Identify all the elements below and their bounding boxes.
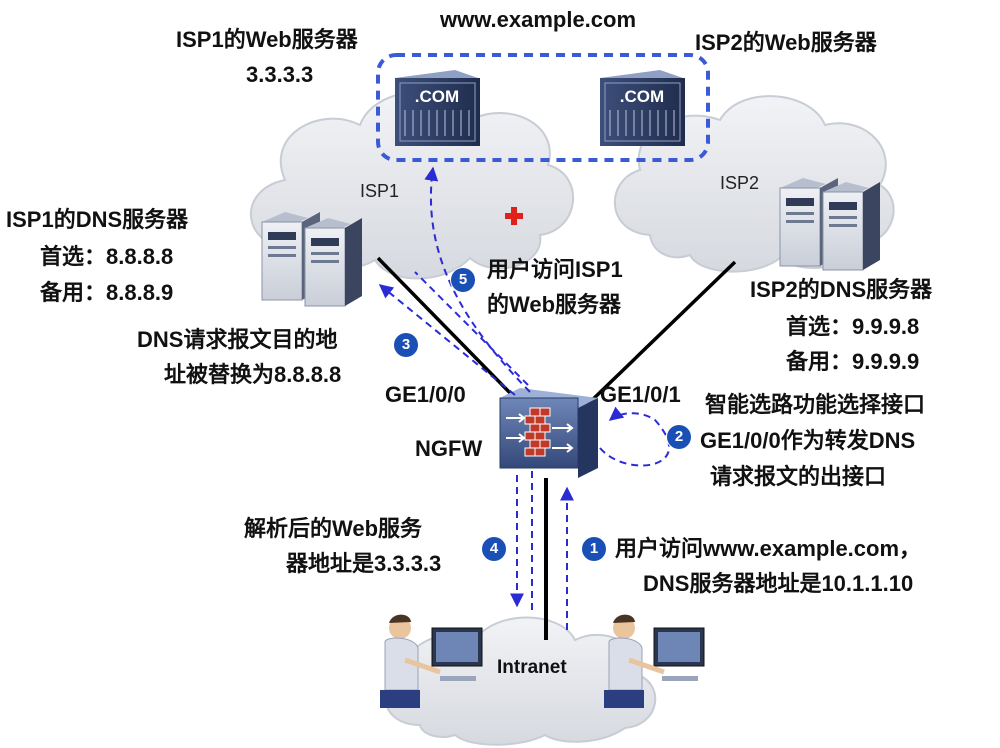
- iface-left-label: GE1/0/0: [385, 382, 466, 407]
- isp1-dns-backup: 备用：8.8.8.9: [40, 280, 174, 305]
- step-5-line-2: 的Web服务器: [487, 292, 622, 317]
- step-1-line-2: DNS服务器地址是10.1.1.10: [643, 571, 914, 596]
- isp1-dns-primary: 首选：8.8.8.8: [40, 244, 174, 269]
- web-server-group-box: [376, 53, 710, 162]
- isp1-dns-server-icon: [261, 212, 362, 307]
- flow-arrow-step4-upper: [414, 271, 529, 386]
- isp1-web-server-ip: 3.3.3.3: [246, 62, 314, 87]
- flow-arrow-step3: [378, 284, 516, 396]
- isp2-dns-server-icon: [779, 178, 880, 271]
- step-2-line-1: 智能选路功能选择接口: [705, 392, 926, 417]
- user-workstation-icon: [380, 614, 483, 708]
- isp1-cloud-label: ISP1: [360, 181, 400, 201]
- step-3-line-1: DNS请求报文目的地: [137, 327, 338, 352]
- ngfw-firewall-icon: [499, 388, 598, 478]
- isp2-dns-primary: 首选：9.9.9.8: [786, 314, 920, 339]
- isp2-cloud-label: ISP2: [720, 173, 760, 193]
- link-isp1-ngfw: [376, 256, 517, 400]
- flow-arrow-step5: [431, 168, 533, 610]
- isp1-web-server-icon: .COM: [395, 70, 480, 146]
- ngfw-label: NGFW: [415, 436, 483, 461]
- flow-arrow-step2: [599, 406, 671, 467]
- step-1-line-1: 用户访问www.example.com，: [615, 536, 922, 561]
- user-workstation-icon: [604, 614, 705, 708]
- step-2-badge: 2: [667, 425, 691, 449]
- step-4-badge: 4: [482, 537, 506, 561]
- failure-mark-icon: [505, 207, 523, 225]
- link-isp2-ngfw: [586, 260, 737, 406]
- isp2-dns-backup: 备用：9.9.9.9: [786, 349, 920, 374]
- step-4-line-2: 器地址是3.3.3.3: [286, 551, 442, 576]
- step-1-badge: 1: [582, 537, 606, 561]
- step-2-line-3: 请求报文的出接口: [710, 464, 887, 489]
- step-4-line-1: 解析后的Web服务: [244, 516, 423, 541]
- isp2-dns-server-title: ISP2的DNS服务器: [750, 277, 933, 302]
- intranet-label: Intranet: [497, 657, 567, 678]
- svg-text:.COM: .COM: [620, 87, 664, 106]
- isp1-web-server-title: ISP1的Web服务器: [176, 27, 358, 52]
- svg-text:.COM: .COM: [415, 87, 459, 106]
- step-2-line-2: GE1/0/0作为转发DNS: [700, 428, 916, 453]
- step-5-line-1: 用户访问ISP1: [487, 257, 623, 282]
- iface-right-label: GE1/0/1: [600, 382, 681, 407]
- step-5-badge: 5: [451, 268, 475, 292]
- isp2-web-server-icon: .COM: [600, 70, 685, 146]
- isp1-dns-server-title: ISP1的DNS服务器: [6, 207, 189, 232]
- isp2-web-server-title: ISP2的Web服务器: [695, 30, 877, 55]
- step-3-line-2: 址被替换为8.8.8.8: [164, 362, 342, 387]
- flow-arrows: [378, 168, 671, 630]
- domain-name-label: www.example.com: [440, 7, 637, 32]
- step-3-badge: 3: [394, 333, 418, 357]
